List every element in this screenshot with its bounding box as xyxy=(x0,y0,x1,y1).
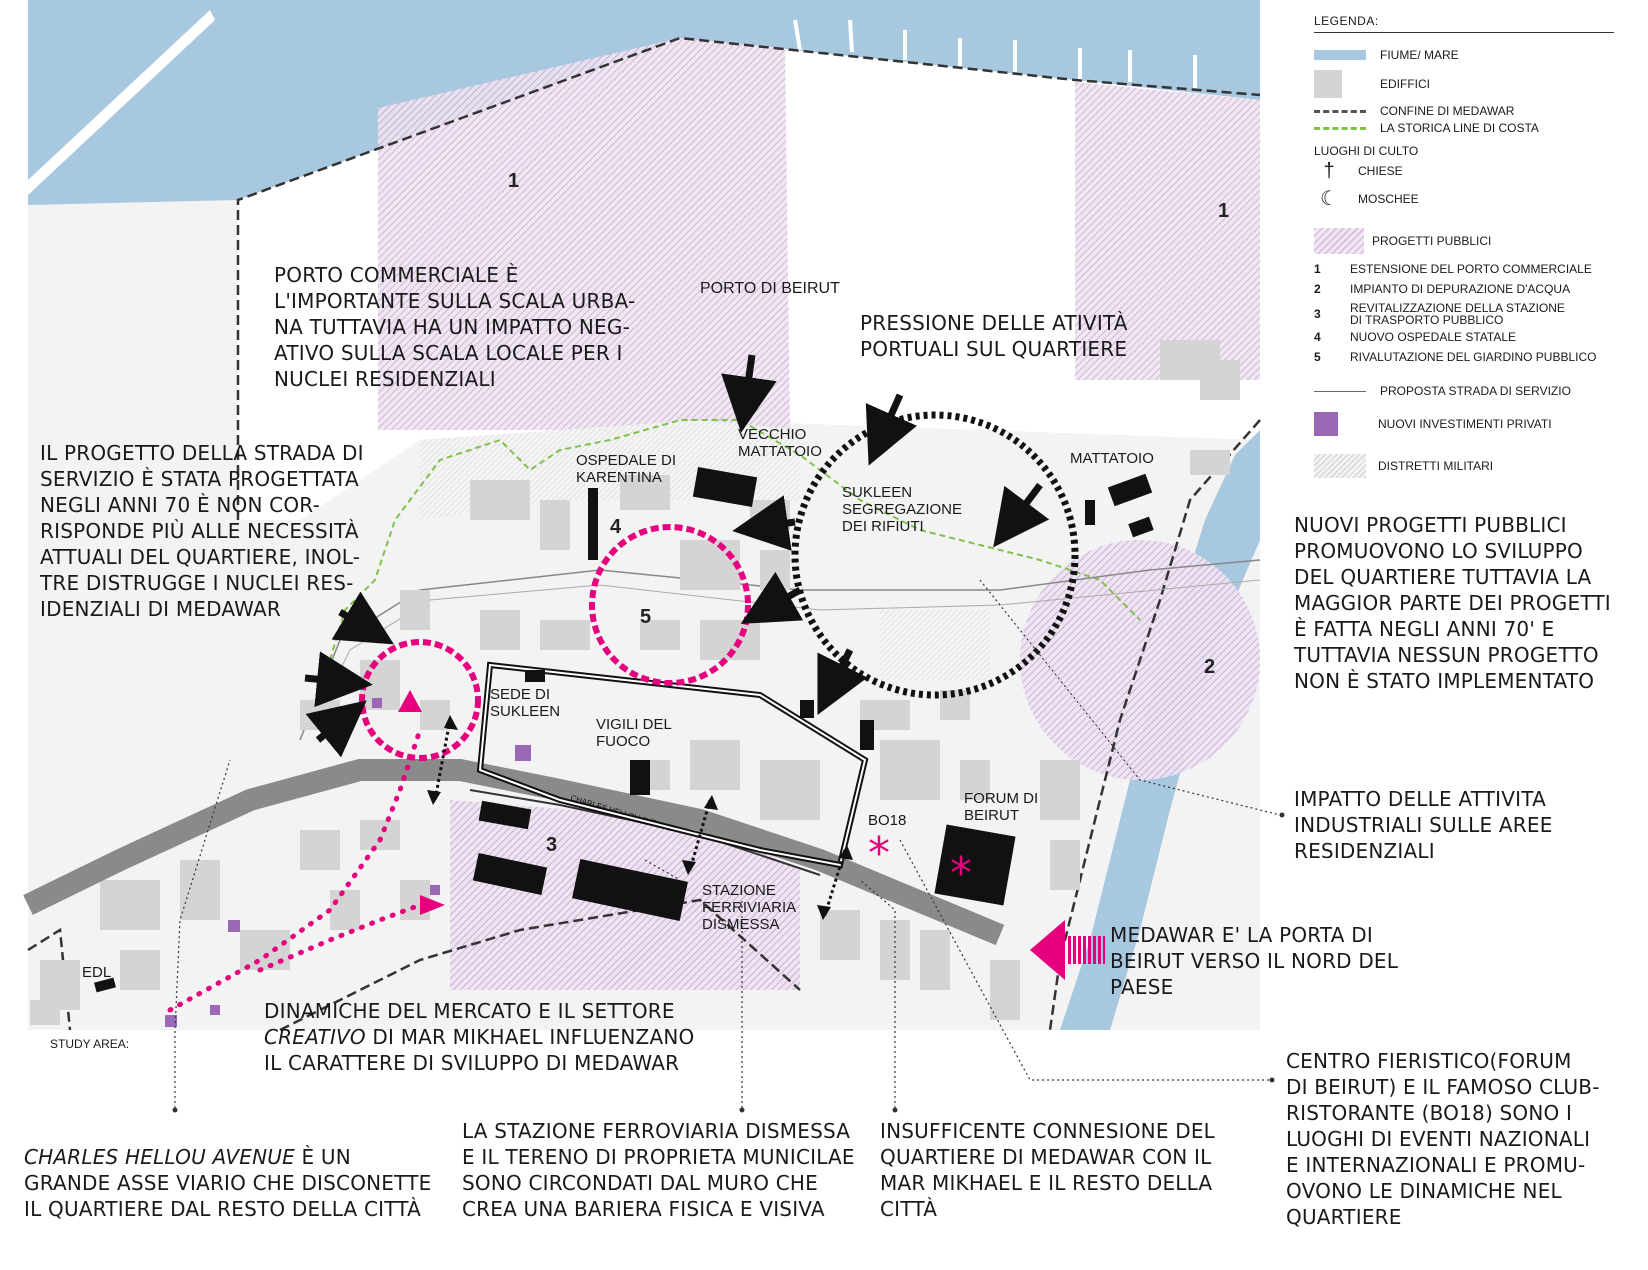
area-number-1-east: 1 xyxy=(1218,200,1230,222)
medawar-boundary-south xyxy=(279,898,801,1032)
label-edl: EDL xyxy=(82,964,112,981)
legend-churches: †CHIESE xyxy=(1314,160,1402,182)
label-stazione-ferriviaria: STAZIONE FERRIVIARIA DISMESSA xyxy=(702,882,797,933)
legend-buildings: EDIFFICI xyxy=(1314,70,1430,98)
historic-coastline xyxy=(329,419,1141,661)
magenta-arrow-up xyxy=(398,690,422,712)
label-bo18: BO18 xyxy=(868,812,907,829)
legend-water: FIUME/ MARE xyxy=(1314,48,1459,62)
legend-historic-coast: LA STORICA LINE DI COSTA xyxy=(1314,121,1539,135)
area-number-2: 2 xyxy=(1204,656,1216,678)
annotation-insufficente: INSUFFICENTE CONNESIONE DEL QUARTIERE DI… xyxy=(880,1119,1216,1221)
sea-northwest xyxy=(28,0,210,170)
military-district-east xyxy=(880,610,990,680)
annotation-pressione: PRESSIONE DELLE ATIVITÀ PORTUALI SUL QUA… xyxy=(860,311,1128,361)
public-project-1-east xyxy=(1075,82,1260,380)
cross-icon: † xyxy=(1323,160,1335,182)
label-forum: FORUM DI BEIRUT xyxy=(964,790,1039,824)
magenta-dotted-path-1 xyxy=(167,727,423,1013)
legend-title: LEGENDA: xyxy=(1314,14,1379,28)
legend-private-investments: NUOVI INVESTIMENTI PRIVATI xyxy=(1314,412,1552,436)
leader-lines xyxy=(174,579,1281,1108)
area-number-1-west: 1 xyxy=(508,170,520,192)
annotation-stazione: LA STAZIONE FERROVIARIA DISMESSA E IL TE… xyxy=(462,1119,855,1221)
magenta-arrow-right xyxy=(420,895,445,915)
legend-rule xyxy=(1314,32,1614,33)
study-area-boundary xyxy=(27,927,72,1031)
bo18-asterisk: * xyxy=(868,828,890,879)
label-porto-di-beirut: PORTO DI BEIRUT xyxy=(700,280,840,297)
connection-arrowheads xyxy=(427,715,853,920)
legend: LEGENDA: FIUME/ MARE EDIFFICI CONFINE DI… xyxy=(1286,8,1640,1028)
proposed-service-road-2 xyxy=(309,579,1261,731)
area-number-4: 4 xyxy=(610,516,622,538)
legend-military: DISTRETTI MILITARI xyxy=(1314,454,1493,478)
legend-service-road: PROPOSTA STRADA DI SERVIZIO xyxy=(1314,384,1571,398)
pier-lines xyxy=(793,19,1197,88)
label-sukleen-segregazione: SUKLEEN SEGREGAZIONE DEI RIFIUTI xyxy=(842,484,963,535)
annotation-strada-servizio: IL PROGETTO DELLA STRADA DI SERVIZIO È S… xyxy=(40,441,364,621)
legend-boundary: CONFINE DI MEDAWAR xyxy=(1314,104,1514,118)
label-mattatoio: MATTATOIO xyxy=(1070,450,1154,467)
gateway-arrow xyxy=(1030,920,1105,980)
label-ospedale: OSPEDALE DI KARENTINA xyxy=(576,452,677,486)
annotation-porto-commerciale: PORTO COMMERCIALE È L'IMPORTANTE SULLA S… xyxy=(274,263,636,391)
annotation-nuovi-progetti: NUOVI PROGETTI PUBBLICI PROMUOVONO LO SV… xyxy=(1294,513,1611,693)
medawar-boundary-east xyxy=(1048,419,1261,1031)
area-number-3: 3 xyxy=(546,834,558,856)
annotation-impatto: IMPATTO DELLE ATTIVITA INDUSTRIALI SULLE… xyxy=(1294,787,1553,863)
coast-strip xyxy=(28,10,215,195)
private-investments xyxy=(165,698,531,1027)
label-vecchio-mattatoio: VECCHIO MATTATOIO xyxy=(738,426,822,460)
public-project-1-west xyxy=(378,38,790,430)
sea-area xyxy=(28,0,1260,205)
pressure-arrows xyxy=(304,354,1050,758)
legend-mosques: ☾MOSCHEE xyxy=(1314,188,1419,210)
key-buildings xyxy=(94,467,1154,993)
crescent-icon: ☾ xyxy=(1320,188,1338,210)
connection-arrows xyxy=(433,719,847,916)
area-number-5: 5 xyxy=(640,606,652,628)
label-study-area: STUDY AREA: xyxy=(50,1037,130,1051)
annotation-medawar-porta: MEDAWAR E' LA PORTA DI BEIRUT VERSO IL N… xyxy=(1110,923,1399,999)
annotation-centro: CENTRO FIERISTICO(FORUM DI BEIRUT) E IL … xyxy=(1286,1049,1600,1229)
medawar-boundary xyxy=(236,36,1261,520)
port-pressure-circle xyxy=(791,411,1079,699)
forum-asterisk: * xyxy=(950,848,972,899)
charles-hellou-avenue xyxy=(23,759,1005,946)
label-sede-sukleen: SEDE DI SUKLEEN xyxy=(490,686,561,720)
legend-worship: LUOGHI DI CULTO xyxy=(1314,144,1419,158)
label-vigili: VIGILI DEL FUOCO xyxy=(596,716,672,750)
legend-public-projects: PROGETTI PUBBLICI xyxy=(1314,228,1491,254)
